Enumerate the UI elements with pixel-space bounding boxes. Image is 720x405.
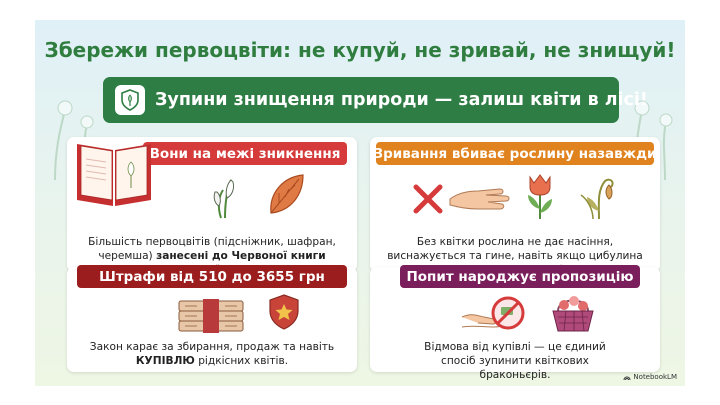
card-picking-label: Зривання вбиває рослину назавжди bbox=[373, 142, 657, 165]
wilted-flower-icon bbox=[580, 178, 614, 220]
banner-text: Зупини знищення природи — залиш квіти в … bbox=[155, 90, 648, 110]
card-demand: Попит народжує пропозицію Відмова від ку… bbox=[370, 265, 660, 381]
flower-basket-icon bbox=[552, 296, 594, 332]
card-fines-text-part2: рідкісних квітів. bbox=[194, 355, 289, 367]
card-extinction: Вони на межі зникнення Більшість первоцв… bbox=[67, 137, 357, 276]
snowdrop-icon bbox=[213, 179, 234, 219]
card-fines-text: Закон карає за збирання, продаж та навіт… bbox=[87, 340, 337, 368]
card-fines: Штрафи від 510 до 3655 грн Закон карає з… bbox=[67, 265, 357, 372]
hand-icon bbox=[449, 188, 510, 210]
no-buying-icon bbox=[461, 296, 525, 330]
call-to-action-banner: Зупини знищення природи — залиш квіти в … bbox=[103, 77, 648, 123]
notebooklm-credit: NotebookLM bbox=[623, 373, 677, 381]
money-stack-icon bbox=[178, 299, 244, 333]
card-demand-label: Попит народжує пропозицію bbox=[400, 265, 640, 288]
poster-title: Збережи первоцвіти: не купуй, не зривай,… bbox=[44, 38, 676, 62]
card-fines-label: Штрафи від 510 до 3655 грн bbox=[77, 265, 347, 288]
card-extinction-text-part1: Більшість первоцвітів (підсніжник, шафра… bbox=[88, 236, 336, 262]
card-picking: Зривання вбиває рослину назавжди Без кві… bbox=[370, 137, 660, 276]
card-fines-text-bold: КУПІВЛЮ bbox=[135, 355, 195, 367]
credit-text: NotebookLM bbox=[633, 373, 677, 381]
card-demand-text: Відмова від купівлі — це єдиний спосіб з… bbox=[424, 341, 606, 381]
snowdrop-shield-icon bbox=[115, 85, 145, 115]
red-book-icon bbox=[77, 144, 151, 206]
police-badge-icon bbox=[269, 294, 299, 330]
cross-icon bbox=[413, 184, 443, 214]
notebooklm-logo-icon bbox=[623, 376, 631, 380]
infographic-poster: Збережи первоцвіти: не купуй, не зривай,… bbox=[35, 20, 685, 386]
card-extinction-label: Вони на межі зникнення bbox=[143, 142, 347, 165]
tulip-icon bbox=[528, 174, 552, 219]
card-fines-text-part1: Закон карає за збирання, продаж та навіт… bbox=[89, 341, 335, 353]
leaf-icon bbox=[270, 174, 304, 214]
